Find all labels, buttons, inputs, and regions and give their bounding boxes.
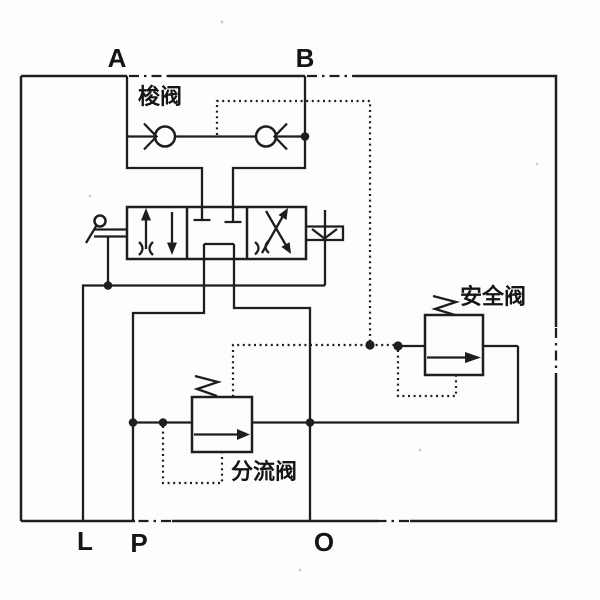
down-arrow [167, 242, 177, 255]
flow-divider-body [190, 395, 254, 454]
labels: A B L P O 梭阀 安全阀 分流阀 [77, 43, 526, 558]
up-arrow [141, 208, 151, 221]
directional-control-valve [85, 205, 345, 286]
flow-divider-pilot-drain [161, 426, 224, 485]
throttle-arc [264, 239, 270, 254]
port-a-label: A [108, 43, 127, 73]
junction-dot [365, 340, 375, 350]
valve-position-right [254, 208, 291, 256]
safety-valve-label: 安全阀 [460, 284, 526, 309]
junction-dot [393, 341, 403, 351]
valve-position-left [138, 208, 177, 256]
safety-valve-spring [431, 294, 461, 317]
shuttle-valve [125, 76, 307, 224]
port-o-label: O [314, 527, 334, 557]
junction-dot [158, 418, 168, 427]
check-valve-right-seat [272, 122, 288, 151]
throttle-arc [148, 241, 154, 256]
safety-valve [398, 294, 518, 377]
flow-divider-spring [193, 374, 223, 398]
junction-dot [103, 281, 113, 290]
port-b-line [231, 76, 307, 222]
scan-specks [88, 20, 539, 572]
pilot-line-to-flow-divider [231, 343, 368, 396]
safety-valve-body [423, 313, 485, 377]
safety-valve-arrow [465, 352, 481, 363]
valve-body [125, 205, 308, 261]
flow-divider-outlet-line [252, 346, 520, 424]
shuttle-valve-label: 梭阀 [138, 84, 182, 109]
lever-pivot [93, 214, 107, 228]
throttle-arc [254, 241, 260, 256]
port-p-label: P [130, 528, 147, 558]
port-a-line [125, 76, 204, 220]
pressure-line-to-port-p [131, 244, 206, 521]
spring-actuator [306, 210, 345, 286]
check-valve-left-seat [143, 122, 159, 151]
lever-handle [85, 224, 98, 244]
junction-dot [305, 418, 315, 427]
junction-dot [300, 132, 310, 141]
lever-actuator [85, 214, 127, 286]
junction-dots [103, 132, 403, 427]
junction-dot [128, 418, 138, 427]
safety-valve-pilot-drain [396, 350, 458, 398]
port-b-label: B [296, 43, 315, 73]
flow-divider-arrow [237, 429, 250, 440]
return-line-to-port-o [232, 244, 312, 521]
flow-divider-valve [133, 346, 520, 454]
drain-line-to-port-l [81, 284, 325, 521]
pilot-line-from-shuttle [215, 99, 372, 344]
throttle-arc [138, 241, 144, 256]
cross-arrow-down [281, 242, 291, 254]
port-l-label: L [77, 526, 93, 556]
enclosure-border [19, 74, 558, 523]
flow-divider-label: 分流阀 [231, 459, 297, 484]
pilot-lines-dotted [161, 99, 458, 485]
cross-arrow-up [278, 208, 288, 220]
